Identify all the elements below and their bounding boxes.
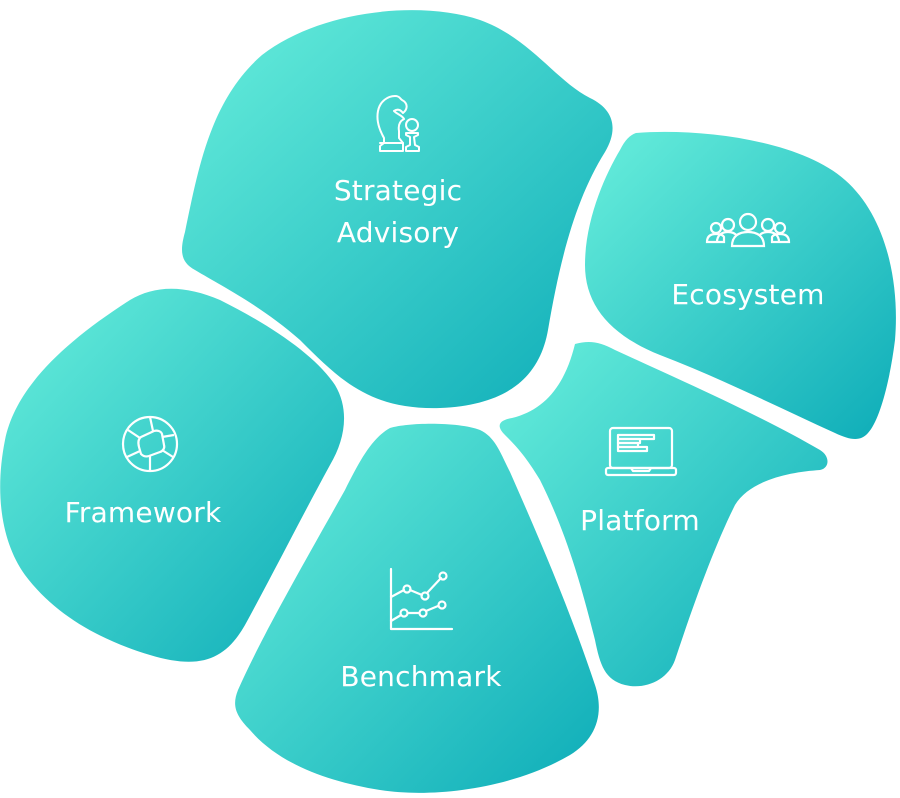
- blob-ecosystem[interactable]: [585, 131, 896, 440]
- ecosystem-label: Ecosystem: [671, 278, 825, 311]
- label-line-1: Strategic: [333, 174, 463, 207]
- blob-benchmark[interactable]: [235, 423, 599, 793]
- platform-label: Platform: [580, 504, 700, 537]
- blob-platform[interactable]: [499, 342, 828, 687]
- blob-framework[interactable]: [0, 288, 345, 662]
- benchmark-label: Benchmark: [340, 660, 502, 693]
- segmented-circle-icon: [121, 415, 179, 473]
- framework-label: Framework: [64, 496, 222, 529]
- laptop-chart-icon: [604, 426, 678, 477]
- line-chart-icon: [389, 567, 454, 631]
- blob-strategic-advisory[interactable]: [182, 10, 613, 409]
- strategic-advisory-label: Strategic Advisory: [334, 170, 462, 254]
- chess-knight-pawn-icon: [376, 95, 420, 152]
- label-line-2: Advisory: [336, 216, 460, 249]
- people-group-icon: [705, 212, 791, 248]
